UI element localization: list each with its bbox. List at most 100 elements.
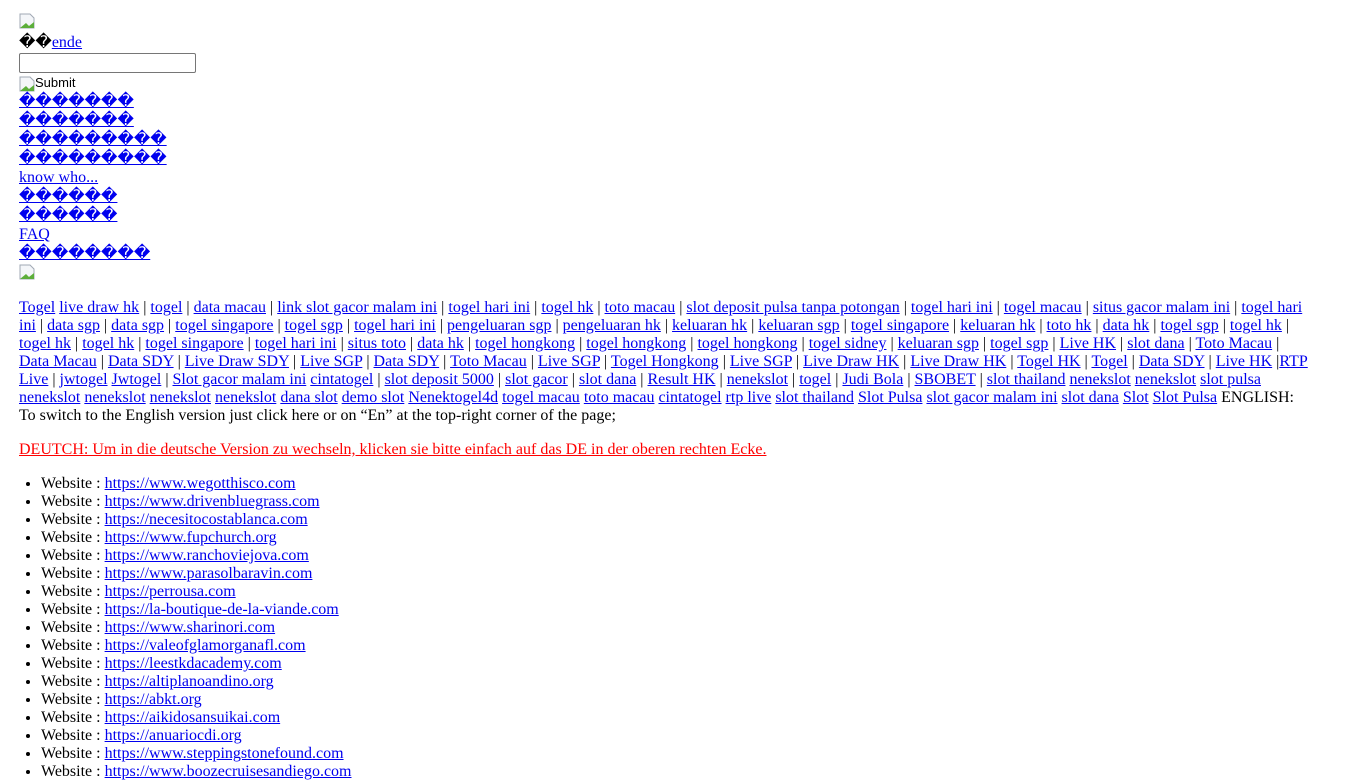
keyword-link[interactable]: pengeluaran sgp [447,317,552,334]
keyword-link[interactable]: Live Draw HK [803,353,900,370]
keyword-link[interactable]: togel hari ini [910,299,993,316]
keyword-link[interactable]: Live SGP [729,353,792,370]
keyword-link[interactable]: Slot [1122,389,1149,406]
keyword-link[interactable]: slot gacor [505,371,568,388]
keyword-link[interactable]: togel hk [541,299,594,316]
keyword-link[interactable]: Togel [1091,353,1128,370]
keyword-link[interactable]: Nenektogel4d [408,389,499,406]
website-link[interactable]: https://www.boozecruisesandiego.com [104,763,352,780]
keyword-link[interactable]: slot dana [1061,389,1119,406]
keyword-link[interactable]: togel singapore [175,317,274,334]
keyword-link[interactable]: Jwtogel [111,371,162,388]
keyword-link[interactable]: keluaran hk [672,317,748,334]
keyword-link[interactable]: link slot gacor malam ini [277,299,438,316]
keyword-link[interactable]: SBOBET [914,371,976,388]
keyword-link[interactable]: slot deposit 5000 [384,371,494,388]
keyword-link[interactable]: Live Draw HK [910,353,1007,370]
keyword-link[interactable]: data sgp [47,317,100,334]
website-link[interactable]: https://necesitocostablanca.com [104,511,308,528]
website-link[interactable]: https://www.drivenbluegrass.com [104,493,320,510]
keyword-link[interactable]: situs toto [347,335,407,352]
search-input[interactable] [19,53,196,73]
keyword-link[interactable]: situs gacor malam ini [1092,299,1231,316]
keyword-link[interactable]: slot thailand [986,371,1066,388]
keyword-link[interactable]: togel hari ini [448,299,531,316]
website-link[interactable]: https://la-boutique-de-la-viande.com [104,601,339,618]
keyword-link[interactable]: slot dana [578,371,637,388]
website-link[interactable]: https://www.steppingstonefound.com [104,745,344,762]
keyword-link[interactable]: nenekslot [726,371,789,388]
keyword-link[interactable]: keluaran sgp [897,335,979,352]
keyword-link[interactable]: togel singapore [145,335,244,352]
website-link[interactable]: https://www.parasolbaravin.com [104,565,313,582]
keyword-link[interactable]: Live HK [1059,335,1117,352]
website-link[interactable]: https://leestkdacademy.com [104,655,282,672]
keyword-link[interactable]: nenekslot [214,389,277,406]
website-link[interactable]: https://altiplanoandino.org [104,673,274,690]
keyword-link[interactable]: slot gacor malam ini [926,389,1058,406]
keyword-link[interactable]: togel [150,299,183,316]
keyword-link[interactable]: togel sgp [284,317,343,334]
keyword-link[interactable]: Slot Pulsa [1152,389,1218,406]
keyword-link[interactable]: RTP Live [19,353,1308,388]
keyword-link[interactable]: jwtogel [59,371,108,388]
keyword-link[interactable]: Togel [19,299,56,316]
menu-item[interactable]: ������ [19,188,118,205]
keyword-link[interactable]: togel hk [19,335,71,352]
keyword-link[interactable]: togel [799,371,832,388]
keyword-link[interactable]: Result HK [647,371,716,388]
keyword-link[interactable]: togel hongkong [697,335,798,352]
keyword-link[interactable]: toto hk [1046,317,1092,334]
keyword-link[interactable]: Data SDY [107,353,174,370]
keyword-link[interactable]: slot thailand [775,389,854,406]
keyword-link[interactable]: Data Macau [19,353,97,370]
keyword-link[interactable]: Toto Macau [1195,335,1273,352]
menu-item-know-who[interactable]: know who... [19,169,99,186]
language-link[interactable]: ende [51,34,83,51]
keyword-link[interactable]: nenekslot [84,389,146,406]
keyword-link[interactable]: cintatogel [658,389,722,406]
keyword-link[interactable]: data sgp [111,317,165,334]
keyword-link[interactable]: Toto Macau [450,353,527,370]
keyword-link[interactable]: dana slot [280,389,338,406]
keyword-link[interactable]: nenekslot [1134,371,1197,388]
keyword-link[interactable]: togel hari ini [19,299,1303,334]
keyword-link[interactable]: cintatogel [310,371,374,388]
keyword-link[interactable]: Live SGP [537,353,600,370]
keyword-link[interactable]: pengeluaran hk [562,317,661,334]
menu-item[interactable]: ��������� [19,131,167,148]
keyword-link[interactable]: live draw hk [59,299,140,316]
keyword-link[interactable]: togel macau [502,389,580,406]
menu-item[interactable]: �������� [19,245,151,262]
keyword-link[interactable]: togel hk [1229,317,1282,334]
website-link[interactable]: https://www.sharinori.com [104,619,276,636]
menu-item[interactable]: ������� [19,93,134,110]
submit-button[interactable]: Submit [19,74,1309,92]
website-link[interactable]: https://www.ranchoviejova.com [104,547,309,564]
keyword-link[interactable]: Live HK [1215,353,1273,370]
keyword-link[interactable]: togel singapore [850,317,950,334]
keyword-link[interactable]: togel hongkong [475,335,576,352]
keyword-link[interactable]: Data SDY [1138,353,1205,370]
keyword-link[interactable]: toto macau [583,389,655,406]
menu-item[interactable]: ������ [19,207,118,224]
keyword-link[interactable]: keluaran sgp [758,317,840,334]
keyword-link[interactable]: data macau [193,299,266,316]
keyword-link[interactable]: data hk [1102,317,1150,334]
keyword-link[interactable]: togel hk [82,335,135,352]
website-link[interactable]: https://aikidosansuikai.com [104,709,281,726]
keyword-link[interactable]: togel hari ini [354,317,436,334]
deutch-note-link[interactable]: DEUTCH: Um in die deutsche Version zu we… [19,441,767,458]
keyword-link[interactable]: nenekslot [1069,371,1131,388]
keyword-link[interactable]: Slot Pulsa [857,389,923,406]
keyword-link[interactable]: togel sgp [1160,317,1219,334]
keyword-link[interactable]: togel hongkong [586,335,687,352]
website-link[interactable]: https://www.fupchurch.org [104,529,277,546]
keyword-link[interactable]: Togel HK [1017,353,1081,370]
keyword-link[interactable]: nenekslot [19,389,81,406]
menu-item[interactable]: ������� [19,112,134,129]
website-link[interactable]: https://anuariocdi.org [104,727,242,744]
website-link[interactable]: https://valeofglamorganafl.com [104,637,306,654]
website-link[interactable]: https://abkt.org [104,691,202,708]
keyword-link[interactable]: slot pulsa [1200,371,1261,388]
